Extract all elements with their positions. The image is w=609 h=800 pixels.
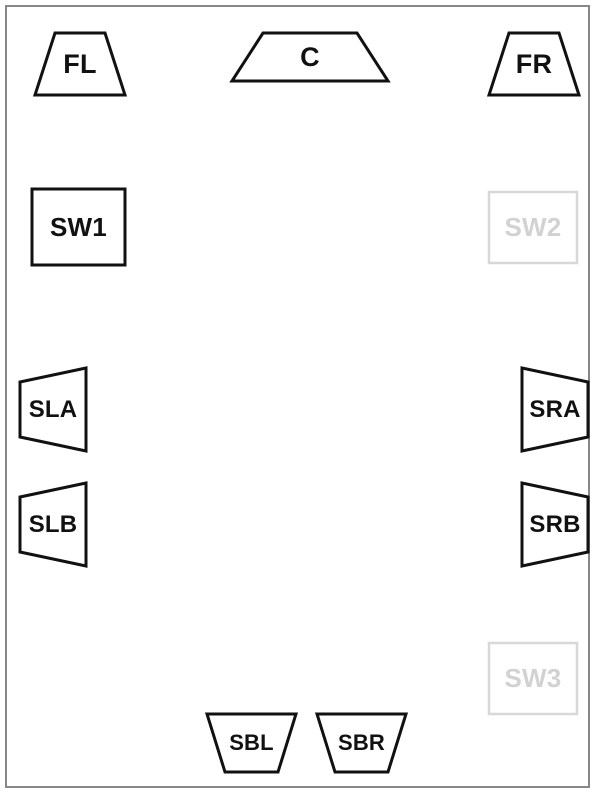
subwoofer-sw1[interactable]: SW1 (30, 187, 127, 267)
rectangle-icon (487, 641, 579, 716)
speaker-label-slb: SLB (28, 510, 78, 538)
subwoofer-label-sw3: SW3 (504, 663, 562, 693)
speaker-fl[interactable]: FL (32, 31, 128, 97)
trapezoid-right-icon (520, 366, 590, 453)
speaker-label-sra: SRA (529, 395, 581, 423)
subwoofer-label-sw2: SW2 (504, 212, 562, 242)
speaker-label-srb: SRB (529, 510, 581, 538)
speaker-label-sbr: SBR (337, 730, 386, 755)
trapezoid-left-icon (18, 366, 88, 453)
trapezoid-up-icon (32, 31, 128, 97)
subwoofer-sw2[interactable]: SW2 (487, 190, 579, 265)
trapezoid-up-icon (229, 31, 391, 83)
speaker-sra[interactable]: SRA (520, 366, 590, 453)
speaker-label-c: C (300, 41, 320, 72)
speaker-label-fr: FR (515, 48, 553, 79)
trapezoid-down-icon (314, 712, 409, 774)
speaker-label-sbl: SBL (229, 730, 274, 755)
subwoofer-label-sw1: SW1 (50, 211, 107, 242)
speaker-srb[interactable]: SRB (520, 481, 590, 568)
trapezoid-down-icon (204, 712, 299, 774)
speaker-label-fl: FL (63, 48, 97, 79)
subwoofer-sw3[interactable]: SW3 (487, 641, 579, 716)
trapezoid-right-icon (520, 481, 590, 568)
trapezoid-up-icon (486, 31, 582, 97)
speaker-sbr[interactable]: SBR (314, 712, 409, 774)
rectangle-icon (487, 190, 579, 265)
speaker-label-sla: SLA (28, 395, 78, 423)
speaker-fr[interactable]: FR (486, 31, 582, 97)
speaker-slb[interactable]: SLB (18, 481, 88, 568)
speaker-sla[interactable]: SLA (18, 366, 88, 453)
speaker-c[interactable]: C (229, 31, 391, 83)
rectangle-icon (30, 187, 127, 267)
speaker-sbl[interactable]: SBL (204, 712, 299, 774)
trapezoid-left-icon (18, 481, 88, 568)
